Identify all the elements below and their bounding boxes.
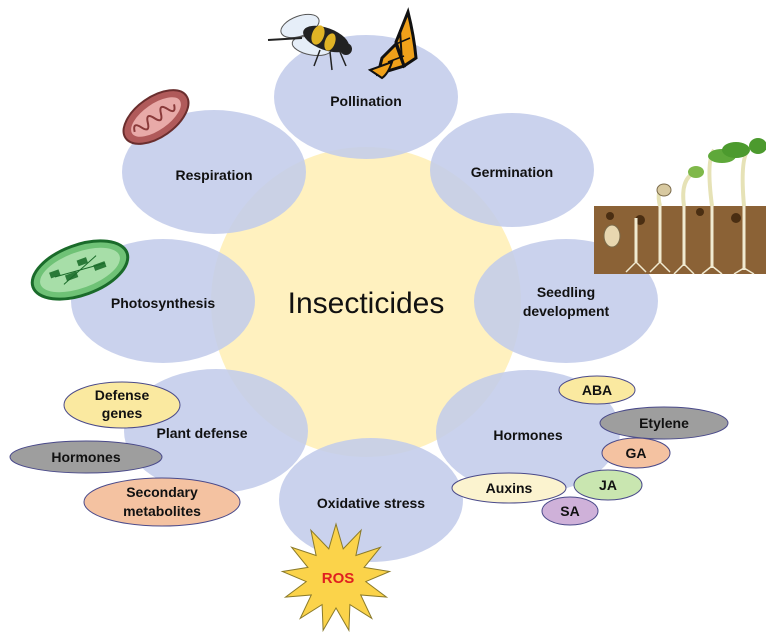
tag-hormones-label: Hormones xyxy=(51,449,120,465)
label-oxidative-stress: Oxidative stress xyxy=(317,495,425,511)
seedlings-image xyxy=(594,138,766,274)
tag-defense-genes-line1: Defense xyxy=(95,387,150,403)
tag-auxins-label: Auxins xyxy=(486,480,533,496)
label-seedling-line2: development xyxy=(523,303,610,319)
label-hormones: Hormones xyxy=(493,427,562,443)
tag-sa-label: SA xyxy=(560,503,579,519)
label-pollination: Pollination xyxy=(330,93,402,109)
tag-secondary-line1: Secondary xyxy=(126,484,198,500)
label-seedling-line1: Seedling xyxy=(537,284,595,300)
tag-defense-genes-line2: genes xyxy=(102,405,143,421)
label-germination: Germination xyxy=(471,164,553,180)
tag-secondary-line2: metabolites xyxy=(123,503,201,519)
center-label: Insecticides xyxy=(288,287,445,320)
tag-ga-label: GA xyxy=(626,445,647,461)
tag-etylene-label: Etylene xyxy=(639,415,689,431)
tag-ja-label: JA xyxy=(599,477,617,493)
label-respiration: Respiration xyxy=(175,167,252,183)
ros-label: ROS xyxy=(322,570,355,587)
label-photosynthesis: Photosynthesis xyxy=(111,295,215,311)
tag-aba-label: ABA xyxy=(582,382,612,398)
label-plant-defense: Plant defense xyxy=(156,425,247,441)
